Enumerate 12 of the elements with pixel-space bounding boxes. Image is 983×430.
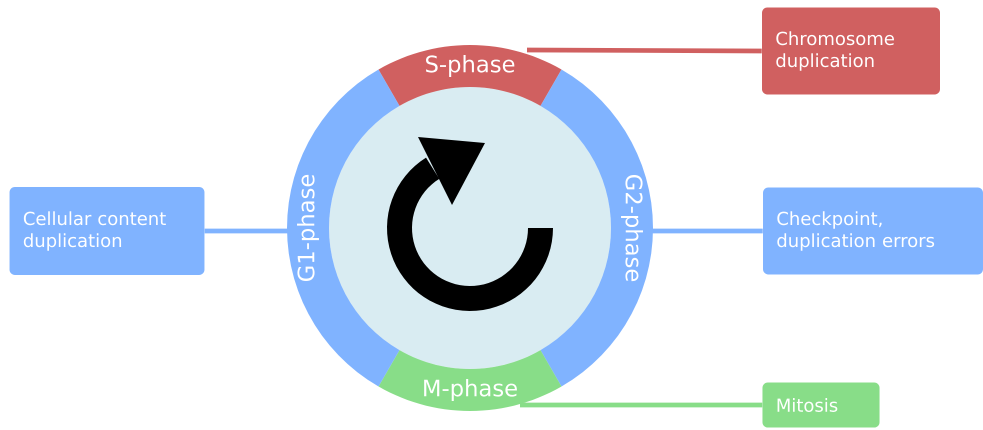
label-box: Mitosis [762,382,880,428]
label-box: Chromosome duplication [762,8,940,94]
ring-segment: M-phase [378,350,562,411]
connector-line [652,228,763,234]
connector-line [527,48,762,54]
label-box: Cellular content duplication [10,187,204,275]
label-box: Checkpoint, duplication errors [763,188,983,274]
connector-line [520,402,762,408]
ring-segment: G2-phase [540,70,653,386]
ring-segment: S-phase [378,45,562,106]
ring-segment: G1-phase [287,70,400,386]
connector-line [204,228,288,234]
